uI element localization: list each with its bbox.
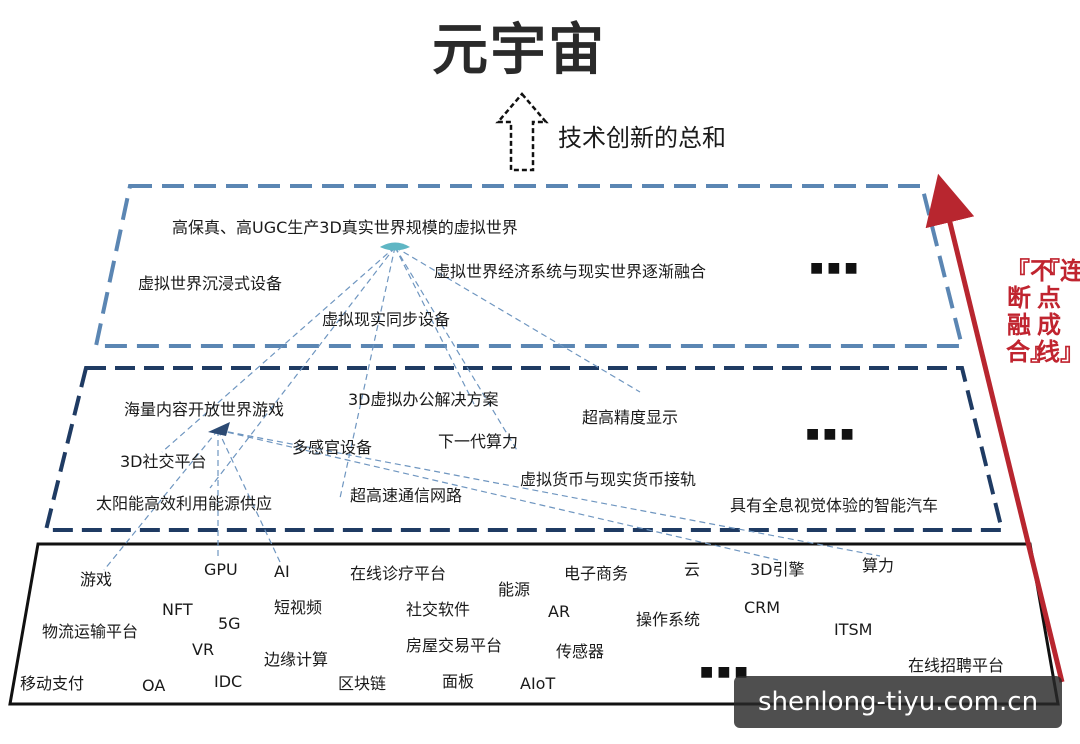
top-layer-border (93, 184, 965, 348)
middle-item-5: 下一代算力 (438, 432, 519, 451)
bottom-item-2: AI (274, 562, 290, 581)
middle-ellipsis: ■■■ (806, 426, 858, 442)
middle-layer-border (43, 366, 1005, 532)
top-item-0: 高保真、高UGC生产3D真实世界规模的虚拟世界 (172, 218, 518, 237)
middle-item-4: 多感官设备 (292, 438, 373, 457)
bottom-item-0: 游戏 (80, 570, 113, 589)
bottom-item-17: ITSM (834, 620, 873, 639)
bottom-item-15: 物流运输平台 (42, 622, 139, 641)
bottom-item-27: 面板 (442, 672, 475, 691)
top-hub-connectors (161, 246, 641, 499)
bottom-item-8: 算力 (862, 556, 895, 575)
bottom-item-14: CRM (744, 598, 781, 617)
bottom-item-7: 3D引擎 (750, 560, 805, 579)
top-hub-marker (380, 242, 410, 251)
bottom-item-3: 在线诊疗平台 (350, 564, 447, 583)
middle-item-1: 3D虚拟办公解决方案 (348, 390, 499, 409)
bottom-item-20: 传感器 (556, 642, 605, 661)
up-arrow-icon (495, 92, 549, 172)
top-item-2: 虚拟世界经济系统与现实世界逐渐融合 (434, 262, 707, 281)
watermark: shenlong-tiyu.com.cn (734, 676, 1062, 728)
bottom-item-19: 房屋交易平台 (406, 636, 503, 655)
subtitle: 技术创新的总和 (558, 124, 726, 152)
connect-arrow (925, 173, 1065, 683)
bottom-item-10: 短视频 (274, 598, 323, 617)
bottom-item-11: 社交软件 (406, 600, 471, 619)
middle-item-8: 超高速通信网路 (350, 486, 463, 505)
bottom-item-16: 5G (218, 614, 241, 633)
bottom-item-13: 操作系统 (636, 610, 701, 629)
bottom-item-6: 云 (684, 560, 701, 579)
bottom-item-5: 电子商务 (564, 564, 629, 583)
bottom-item-23: 移动支付 (20, 674, 85, 693)
middle-item-9: 具有全息视觉体验的智能汽车 (730, 496, 939, 515)
middle-hub-connectors (103, 429, 881, 571)
bottom-item-1: GPU (204, 560, 238, 579)
middle-item-6: 虚拟货币与现实货币接轨 (520, 470, 697, 489)
top-ellipsis: ■■■ (810, 260, 862, 276)
bottom-item-12: AR (548, 602, 571, 621)
side-label-col1: 『连点成线』 (1036, 257, 1080, 366)
top-item-3: 虚拟现实同步设备 (322, 310, 451, 329)
bottom-item-25: IDC (214, 672, 243, 691)
middle-item-2: 超高精度显示 (582, 408, 679, 427)
bottom-item-22: 在线招聘平台 (908, 656, 1005, 675)
middle-item-0: 海量内容开放世界游戏 (124, 400, 285, 419)
bottom-item-28: AIoT (520, 674, 556, 693)
middle-item-3: 3D社交平台 (120, 452, 207, 471)
bottom-item-24: OA (142, 676, 166, 695)
middle-hub-marker (208, 422, 230, 436)
bottom-item-4: 能源 (498, 580, 531, 599)
page-title: 元宇宙 (432, 18, 606, 83)
side-label-col2: 『不断融合』 (1006, 257, 1054, 366)
bottom-item-9: NFT (162, 600, 193, 619)
middle-item-7: 太阳能高效利用能源供应 (96, 494, 273, 513)
bottom-item-21: 边缘计算 (264, 650, 329, 669)
top-item-1: 虚拟世界沉浸式设备 (138, 274, 283, 293)
bottom-item-18: VR (192, 640, 215, 659)
bottom-item-26: 区块链 (338, 674, 387, 693)
